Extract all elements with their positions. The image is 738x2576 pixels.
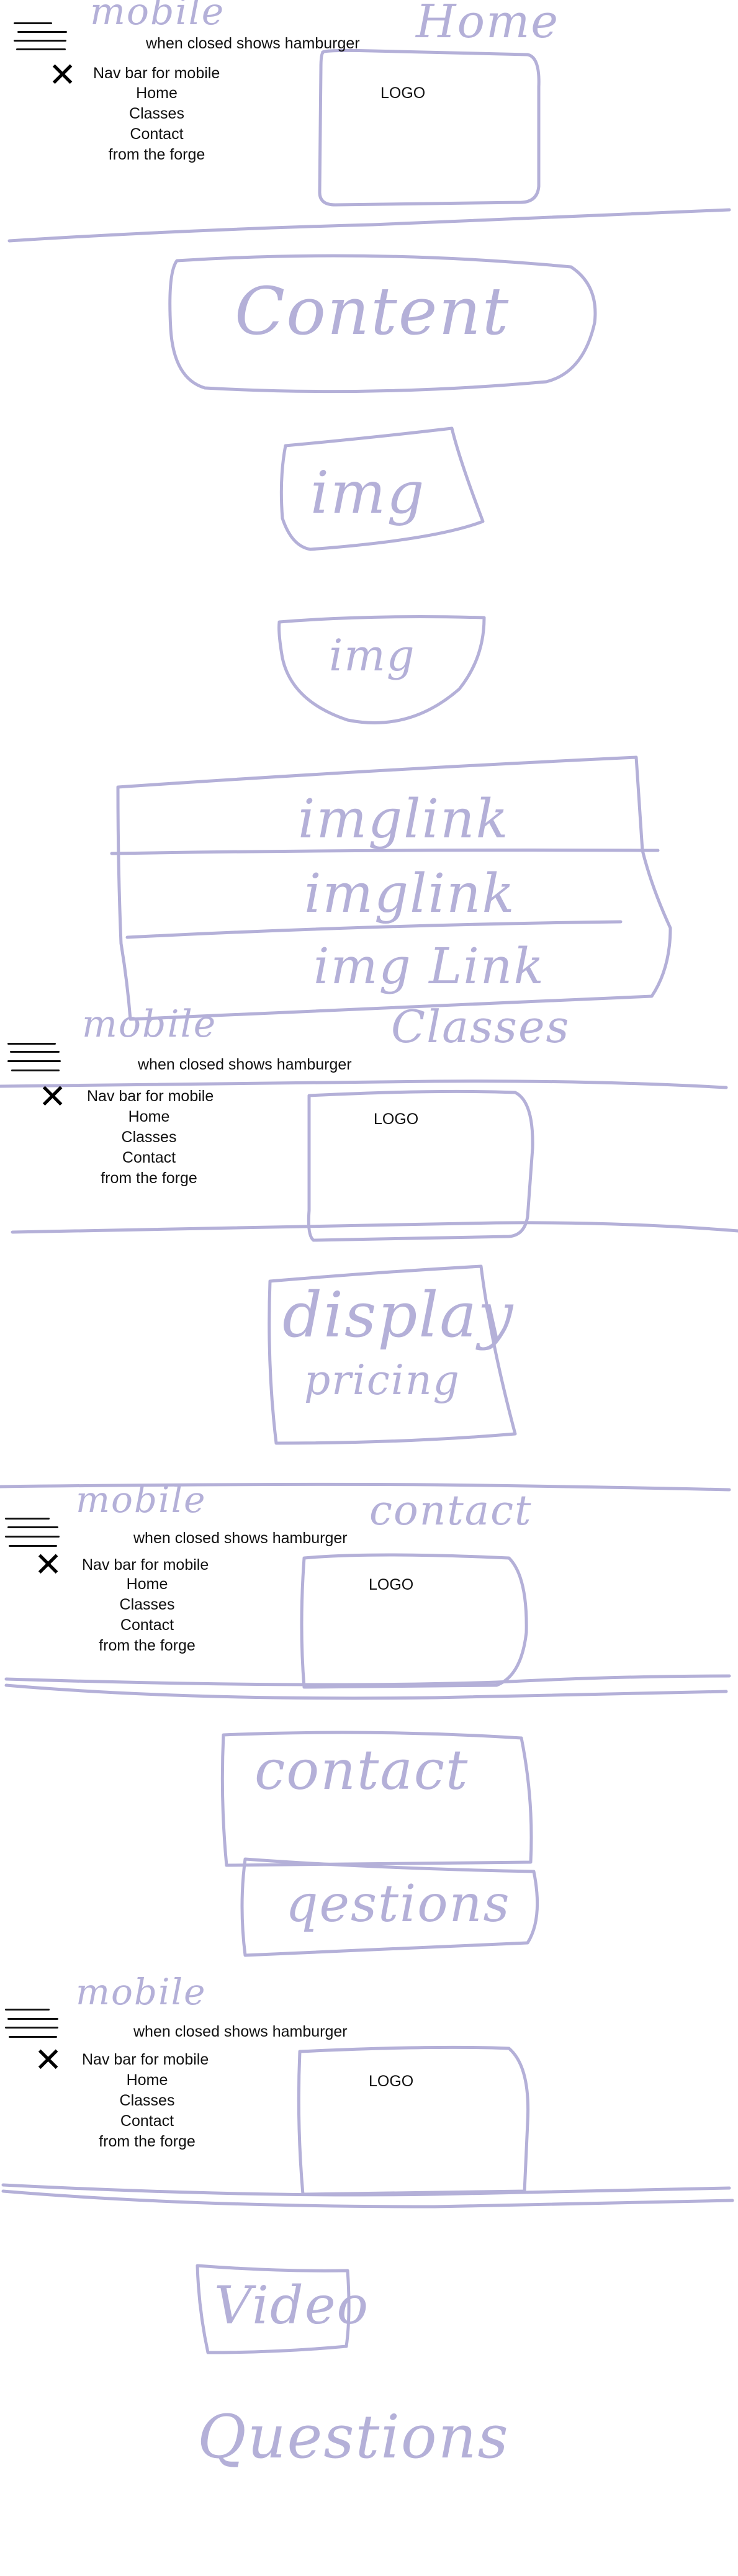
- device-label: mobile: [76, 1971, 207, 2013]
- home-logo-box: [318, 48, 541, 207]
- classes-top-divider: [0, 1079, 728, 1089]
- nav-item-forge[interactable]: from the forge: [99, 2133, 196, 2150]
- nav-item-home[interactable]: Home: [126, 2071, 168, 2089]
- nav-item-home[interactable]: Home: [136, 84, 178, 102]
- classes-divider: [11, 1221, 738, 1234]
- hamburger-icon[interactable]: [5, 2009, 61, 2041]
- nav-item-classes[interactable]: Classes: [129, 105, 184, 122]
- contact-questions-box: [240, 1857, 539, 1957]
- hamburger-icon[interactable]: [5, 1518, 61, 1550]
- nav-item-contact[interactable]: Contact: [122, 1149, 176, 1166]
- home-img-box-1: [279, 426, 485, 551]
- hamburger-note: when closed shows hamburger: [133, 2023, 348, 2040]
- logo-label: LOGO: [380, 84, 426, 102]
- page-label: contact: [369, 1487, 533, 1534]
- page-label: Classes: [391, 1001, 570, 1053]
- hamburger-note: when closed shows hamburger: [146, 35, 360, 52]
- nav-item-classes[interactable]: Classes: [121, 1128, 177, 1146]
- block-label-questions: qestions: [286, 1875, 511, 1934]
- contact-divider-1: [4, 1674, 731, 1687]
- classes-display-box: [268, 1264, 517, 1445]
- logo-label: LOGO: [369, 2073, 414, 2090]
- contact-contact-box: [220, 1731, 533, 1867]
- nav-title: Nav bar for mobile: [87, 1088, 214, 1105]
- nav-title: Nav bar for mobile: [82, 1556, 209, 1574]
- nav-item-forge[interactable]: from the forge: [101, 1169, 197, 1187]
- contact-logo-box: [300, 1553, 528, 1689]
- nav-item-classes[interactable]: Classes: [119, 2092, 175, 2109]
- home-content-box: [168, 254, 597, 394]
- forge-divider-1: [1, 2183, 731, 2197]
- home-imglink-stack: [116, 755, 672, 1021]
- nav-item-forge[interactable]: from the forge: [108, 146, 205, 163]
- block-label-content: Content: [235, 273, 510, 349]
- nav-item-contact[interactable]: Contact: [120, 1616, 174, 1634]
- block-label-video: Video: [214, 2275, 370, 2336]
- nav-menu: Home Classes Contact from the forge: [93, 83, 220, 165]
- close-icon[interactable]: ✕: [34, 1545, 63, 1584]
- nav-item-contact[interactable]: Contact: [120, 2112, 174, 2130]
- page-label: Home: [416, 0, 560, 48]
- logo-label: LOGO: [369, 1576, 414, 1593]
- close-icon[interactable]: ✕: [34, 2040, 63, 2079]
- contact-divider-2: [4, 1683, 728, 1700]
- close-icon[interactable]: ✕: [48, 55, 77, 94]
- device-label: mobile: [90, 0, 225, 34]
- nav-item-contact[interactable]: Contact: [130, 125, 184, 143]
- hamburger-note: when closed shows hamburger: [133, 1529, 348, 1547]
- hamburger-icon[interactable]: [7, 1043, 63, 1075]
- block-label-imglink: img Link: [313, 937, 545, 995]
- nav-menu: Home Classes Contact from the forge: [82, 1574, 212, 1656]
- block-label-img: img: [329, 630, 416, 681]
- home-divider: [7, 208, 731, 243]
- logo-label: LOGO: [374, 1110, 419, 1128]
- block-label-contact: contact: [254, 1738, 469, 1802]
- block-label-img: img: [310, 459, 426, 527]
- block-label-pricing: pricing: [304, 1356, 461, 1404]
- block-label-imglink: imglink: [304, 863, 516, 925]
- close-icon[interactable]: ✕: [38, 1077, 67, 1116]
- block-label-display: display: [282, 1279, 515, 1351]
- home-imglink-divider-1: [110, 849, 660, 855]
- classes-logo-box: [307, 1089, 534, 1242]
- nav-item-home[interactable]: Home: [128, 1108, 170, 1125]
- nav-title: Nav bar for mobile: [93, 65, 220, 82]
- nav-item-forge[interactable]: from the forge: [99, 1637, 196, 1654]
- block-label-questions: Questions: [197, 2402, 510, 2472]
- nav-item-classes[interactable]: Classes: [119, 1596, 175, 1613]
- nav-menu: Home Classes Contact from the forge: [82, 2070, 212, 2152]
- block-label-imglink: imglink: [298, 788, 510, 850]
- hamburger-note: when closed shows hamburger: [138, 1056, 352, 1073]
- nav-title: Nav bar for mobile: [82, 2051, 209, 2068]
- device-label: mobile: [82, 1002, 217, 1046]
- forge-video-box: [196, 2264, 351, 2354]
- forge-logo-box: [297, 2045, 530, 2196]
- home-imglink-divider-2: [125, 920, 623, 939]
- home-img-box-2: [277, 615, 486, 724]
- hamburger-icon[interactable]: [14, 20, 70, 52]
- contact-top-divider: [0, 1482, 731, 1492]
- device-label: mobile: [76, 1479, 207, 1521]
- forge-divider-2: [1, 2189, 734, 2209]
- nav-menu: Home Classes Contact from the forge: [87, 1107, 211, 1189]
- nav-item-home[interactable]: Home: [126, 1575, 168, 1593]
